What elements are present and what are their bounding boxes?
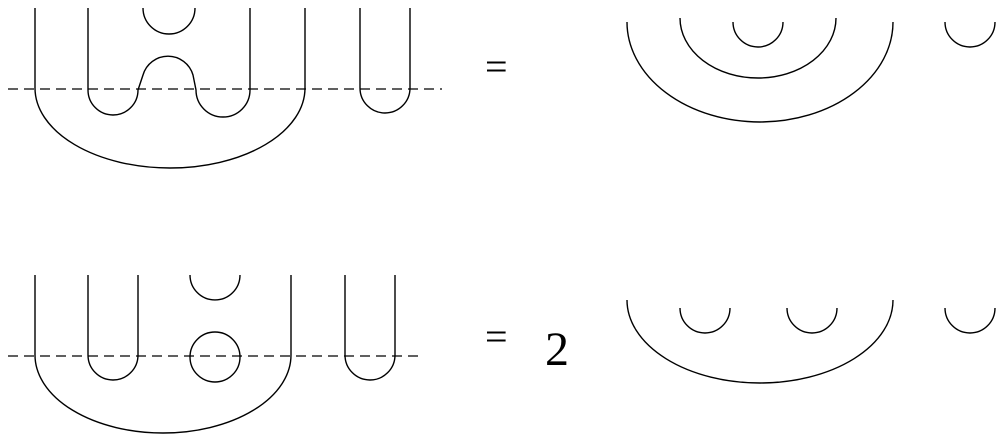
bottom-lhs-closed-loop [189,331,241,383]
bottom-rhs-outer-arc [626,299,894,384]
bottom-rhs-middle-cup [786,307,838,334]
bottom-equals-sign: = [485,314,508,359]
bottom-rhs-left-cup [679,307,731,334]
top-lhs-w-strand [87,8,251,118]
bottom-lhs-inner-u [87,275,139,381]
top-lhs-right-u [359,8,411,114]
top-rhs-right-cup [944,21,996,48]
bottom-lhs-small-cup [189,274,241,301]
top-rhs-middle-arc [679,17,837,79]
bottom-lhs-diagram [8,274,422,434]
top-rhs-outer-arc [626,21,894,123]
top-lhs-outer-strand [34,8,306,169]
bottom-equation: = 2 [8,274,996,434]
bottom-rhs-right-cup [944,307,996,334]
top-equation: = [8,7,996,169]
top-equals-sign: = [485,44,508,89]
top-rhs-diagram [626,17,996,123]
top-rhs-inner-cup [732,21,784,48]
bottom-lhs-outer-strand [34,275,292,434]
bottom-rhs-diagram [626,299,996,384]
bottom-coefficient: 2 [545,323,569,376]
top-lhs-small-cup [142,7,196,35]
top-lhs-diagram [8,7,442,169]
bottom-lhs-right-u [344,275,396,381]
